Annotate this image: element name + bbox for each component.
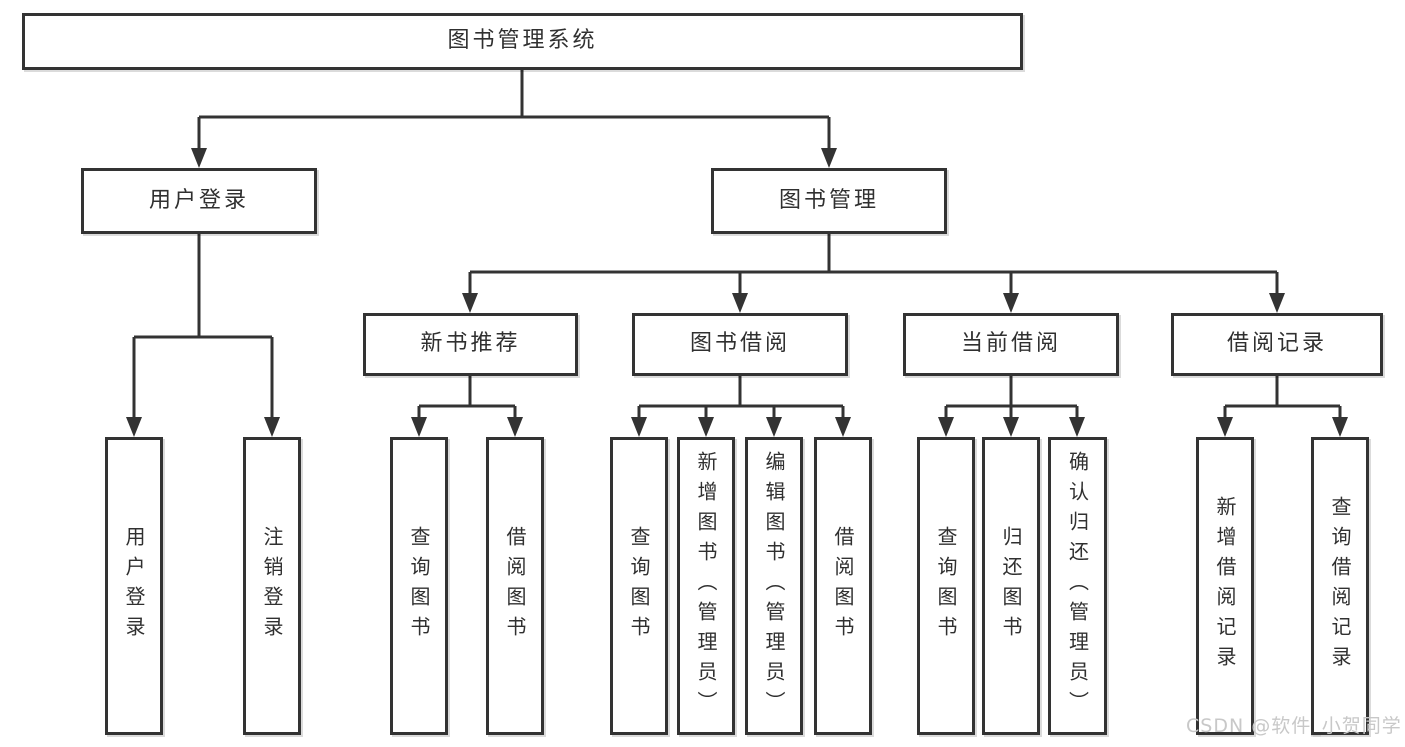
arrowhead — [698, 417, 714, 437]
arrowhead — [126, 417, 142, 437]
node-root: 图书管理系统 — [22, 13, 1023, 70]
arrowhead — [1217, 417, 1233, 437]
node-nbr-query-book: 查询图书 — [390, 437, 448, 735]
arrowhead — [732, 293, 748, 313]
node-bb-query-book: 查询图书 — [610, 437, 668, 735]
node-cb-query-book: 查询图书 — [917, 437, 975, 735]
node-bb-edit-book-admin: 编辑图书（管理员） — [745, 437, 803, 735]
node-book-management: 图书管理 — [711, 168, 947, 234]
node-bb-add-book-admin: 新增图书（管理员） — [677, 437, 735, 735]
node-book-borrowing: 图书借阅 — [632, 313, 848, 376]
node-bb-borrow-book: 借阅图书 — [814, 437, 872, 735]
arrowhead — [1003, 293, 1019, 313]
arrowhead — [507, 417, 523, 437]
arrowhead — [264, 417, 280, 437]
arrowhead — [1269, 293, 1285, 313]
node-br-query-record: 查询借阅记录 — [1311, 437, 1369, 735]
node-cb-confirm-return-admin: 确认归还（管理员） — [1048, 437, 1107, 735]
arrowhead — [411, 417, 427, 437]
arrowhead — [191, 148, 207, 168]
connector-book-management-to-children — [468, 234, 1279, 297]
node-borrowing-records: 借阅记录 — [1171, 313, 1383, 376]
connector-book-borrowing-to-children — [637, 376, 845, 421]
arrowhead — [462, 293, 478, 313]
node-cb-return-book: 归还图书 — [982, 437, 1040, 735]
node-logout: 注销登录 — [243, 437, 301, 735]
connector-root-to-level2 — [197, 69, 831, 152]
connector-new-book-recommend-to-children — [417, 376, 517, 421]
node-user-login: 用户登录 — [81, 168, 317, 234]
arrowhead — [1003, 417, 1019, 437]
arrowhead — [631, 417, 647, 437]
node-br-add-record: 新增借阅记录 — [1196, 437, 1254, 735]
arrowhead — [938, 417, 954, 437]
node-current-borrowing: 当前借阅 — [903, 313, 1119, 376]
node-new-book-recommend: 新书推荐 — [363, 313, 578, 376]
connector-borrowing-records-to-children — [1223, 376, 1342, 421]
arrowhead — [1332, 417, 1348, 437]
connector-current-borrowing-to-children — [944, 376, 1079, 421]
node-nbr-borrow-book: 借阅图书 — [486, 437, 544, 735]
connector-user-login-to-children — [132, 233, 274, 421]
arrowhead — [1069, 417, 1085, 437]
arrowhead — [821, 148, 837, 168]
csdn-watermark: CSDN @软件_小贺同学 — [1186, 715, 1402, 737]
arrowhead — [766, 417, 782, 437]
node-login: 用户登录 — [105, 437, 163, 735]
arrowhead — [835, 417, 851, 437]
